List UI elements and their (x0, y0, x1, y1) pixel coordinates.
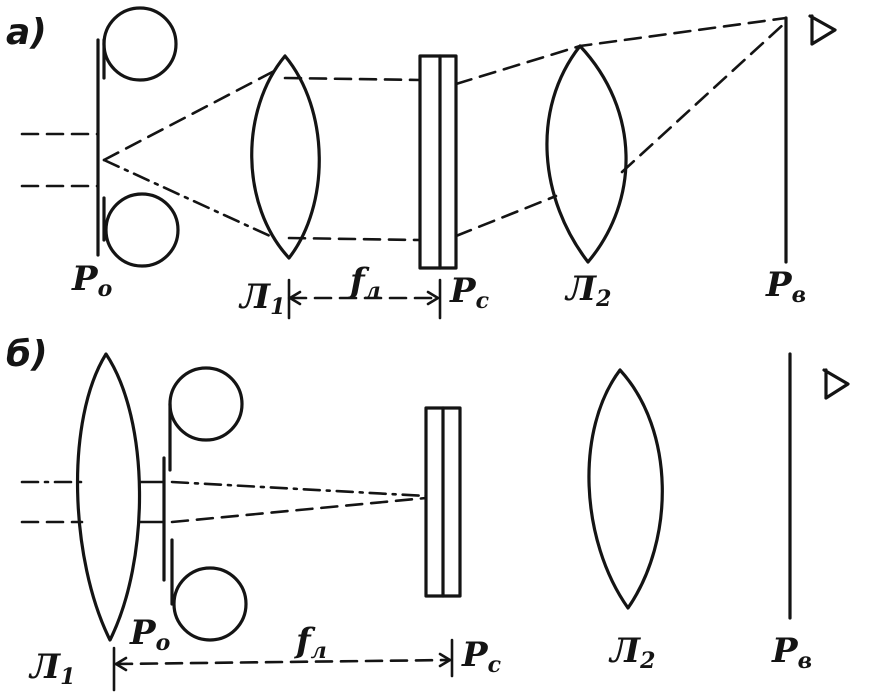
panel-a-carrier-plate (418, 54, 458, 270)
panel-a-object-plane-label: Po (71, 259, 112, 302)
panel-a-top-reel (102, 6, 178, 82)
panel-a-lens-1-label: Л1 (238, 277, 285, 320)
panel-b-image-plane-label: Pв (771, 631, 812, 674)
panel-a-ray-3 (283, 76, 422, 82)
panel-a-ray-6 (454, 194, 558, 238)
panel-b-object-plane-label: Po (129, 613, 170, 656)
panel-a-object-plane (96, 6, 180, 268)
panel-a-lens-2 (545, 44, 628, 264)
panel-b-lens-1-label: Л1 (28, 647, 75, 690)
panel-b-focal-label: fл (294, 621, 327, 664)
panel-b-focal-marker (112, 638, 454, 692)
panel-b-top-reel (168, 366, 244, 442)
panel-a-ray-2 (102, 158, 272, 238)
panel-b-bottom-reel (172, 566, 248, 642)
panel-b-lens-2 (587, 368, 664, 610)
panel-b-lens-2-label: Л2 (608, 631, 655, 674)
panel-a-focal-marker (287, 278, 442, 320)
panel-b: б) (6, 334, 850, 692)
panel-a-ray-5 (454, 16, 788, 86)
panel-a: a) (6, 6, 837, 320)
panel-a-ray-1 (102, 66, 282, 162)
panel-a-carrier-label: Pc (449, 271, 490, 314)
panel-b-lens-1 (76, 352, 142, 642)
eye-icon (808, 14, 837, 46)
panel-a-lens-1 (250, 54, 321, 260)
panel-b-label: б) (6, 334, 48, 375)
panel-a-label: a) (6, 12, 47, 53)
panel-a-lens-2-label: Л2 (564, 269, 611, 312)
panel-b-carrier-label: Pc (461, 635, 502, 678)
panel-a-bottom-reel (104, 192, 180, 268)
panel-a-focal-label: fл (348, 261, 381, 304)
panel-b-ray-2 (170, 496, 428, 524)
panel-a-ray-4 (287, 236, 422, 242)
panel-a-ray-7 (620, 20, 788, 174)
panel-b-carrier-plate (424, 406, 462, 598)
panel-a-image-plane-label: Pв (765, 265, 806, 308)
panel-b-ray-1 (170, 480, 428, 498)
panel-b-object-plane (138, 366, 248, 642)
eye-icon (822, 368, 850, 400)
